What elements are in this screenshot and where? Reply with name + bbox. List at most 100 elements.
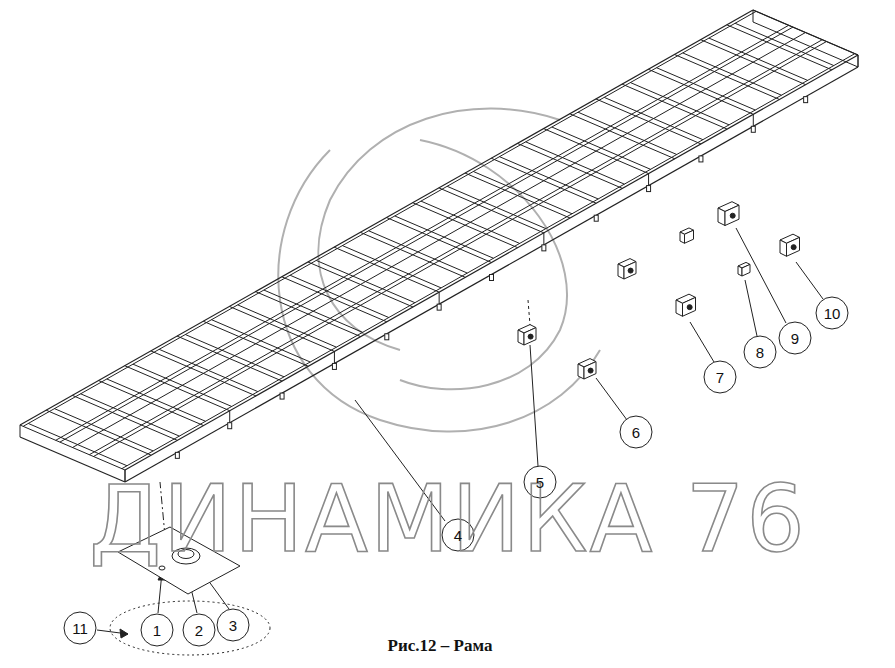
part-face <box>524 328 536 345</box>
bracket-part <box>676 294 696 316</box>
part-hole <box>791 245 796 250</box>
part-face <box>685 230 694 243</box>
bracket-part <box>780 234 800 256</box>
rail-bracket <box>385 334 389 340</box>
leader-line <box>530 345 538 466</box>
part-face <box>624 262 636 279</box>
leader-line <box>736 228 786 323</box>
callout-number: 3 <box>229 618 237 633</box>
callout-number: 7 <box>716 370 724 385</box>
callout-number: 10 <box>824 306 841 321</box>
rail-bracket <box>175 452 179 458</box>
rail-bracket <box>594 215 598 221</box>
leader-line <box>596 378 627 420</box>
callout-number: 11 <box>72 621 88 636</box>
bracket-part <box>618 259 636 279</box>
post <box>543 233 544 245</box>
rail-bracket <box>699 156 703 162</box>
callout-number: 4 <box>454 528 462 543</box>
callout-circle <box>620 416 652 448</box>
callout-number: 2 <box>195 623 203 638</box>
leader-line <box>745 280 757 336</box>
rail-bracket <box>490 275 494 281</box>
callout-circle <box>779 322 811 354</box>
rail-bracket <box>280 393 284 399</box>
post <box>648 174 649 186</box>
part-hole <box>628 268 633 273</box>
post <box>858 55 859 67</box>
part-face <box>738 266 742 276</box>
rail-bracket <box>804 97 808 103</box>
callout-circle <box>183 614 215 646</box>
rail-bracket <box>228 423 232 429</box>
side-rail <box>122 54 855 469</box>
leader-lines <box>97 228 823 655</box>
part-face <box>584 362 596 379</box>
bracket-part <box>518 325 536 345</box>
group-ellipse <box>110 601 270 655</box>
side-rail <box>23 11 756 426</box>
post <box>229 411 230 423</box>
callout-circle <box>816 297 848 329</box>
part-face <box>518 330 524 345</box>
part-face <box>618 264 624 279</box>
callout-number: 1 <box>153 623 161 638</box>
long-beam <box>94 42 827 457</box>
leader-line <box>690 322 714 362</box>
rail-bracket <box>542 245 546 251</box>
frame-edge <box>858 55 859 67</box>
post <box>753 114 754 126</box>
long-beam <box>56 25 789 440</box>
side-rail-bottom <box>125 67 858 482</box>
post <box>439 292 440 304</box>
rail-bracket <box>647 186 651 192</box>
bracket-parts <box>518 202 800 379</box>
part-hole <box>730 213 735 218</box>
part-face <box>676 300 683 316</box>
callout-circles <box>64 297 848 646</box>
bracket-part <box>718 202 739 226</box>
frame-edge <box>753 10 754 22</box>
long-beam <box>60 27 793 442</box>
part-face <box>718 208 725 226</box>
callout-circle <box>217 609 249 641</box>
callout-number: 6 <box>632 425 640 440</box>
hole <box>159 566 165 570</box>
frame-drawing <box>20 10 858 482</box>
part-face <box>780 240 787 256</box>
rail-bracket <box>751 126 755 132</box>
part-face <box>742 264 750 276</box>
callout-circle <box>141 614 173 646</box>
watermark-logo <box>278 109 600 432</box>
part-face <box>725 205 739 225</box>
side-rail <box>125 55 858 470</box>
part-face <box>787 237 800 256</box>
side-rail <box>20 10 753 425</box>
caption: Рис.12 – Рама <box>388 637 493 654</box>
part-face <box>680 232 685 243</box>
bracket-part <box>738 262 750 276</box>
long-beam <box>73 33 806 448</box>
rail-bracket <box>437 304 441 310</box>
part-hole <box>528 334 533 339</box>
callout-circle <box>744 336 776 368</box>
callout-number: 5 <box>536 475 544 490</box>
bracket-part <box>680 228 694 243</box>
part-face <box>683 297 696 316</box>
arrow-head <box>120 629 128 638</box>
long-beam <box>89 40 822 455</box>
end-rail-bottom <box>753 22 858 67</box>
part-hole <box>687 305 692 310</box>
callout-circle <box>704 361 736 393</box>
callout-number: 8 <box>756 345 764 360</box>
part-hole <box>588 368 593 373</box>
callout-number: 9 <box>791 331 799 346</box>
frame-edge <box>20 425 21 437</box>
watermark: ДИНАМИКА 76 <box>89 474 807 566</box>
rail-bracket <box>332 363 336 369</box>
leader-line <box>796 262 823 299</box>
part-face <box>578 364 584 379</box>
bracket-part <box>578 359 596 379</box>
